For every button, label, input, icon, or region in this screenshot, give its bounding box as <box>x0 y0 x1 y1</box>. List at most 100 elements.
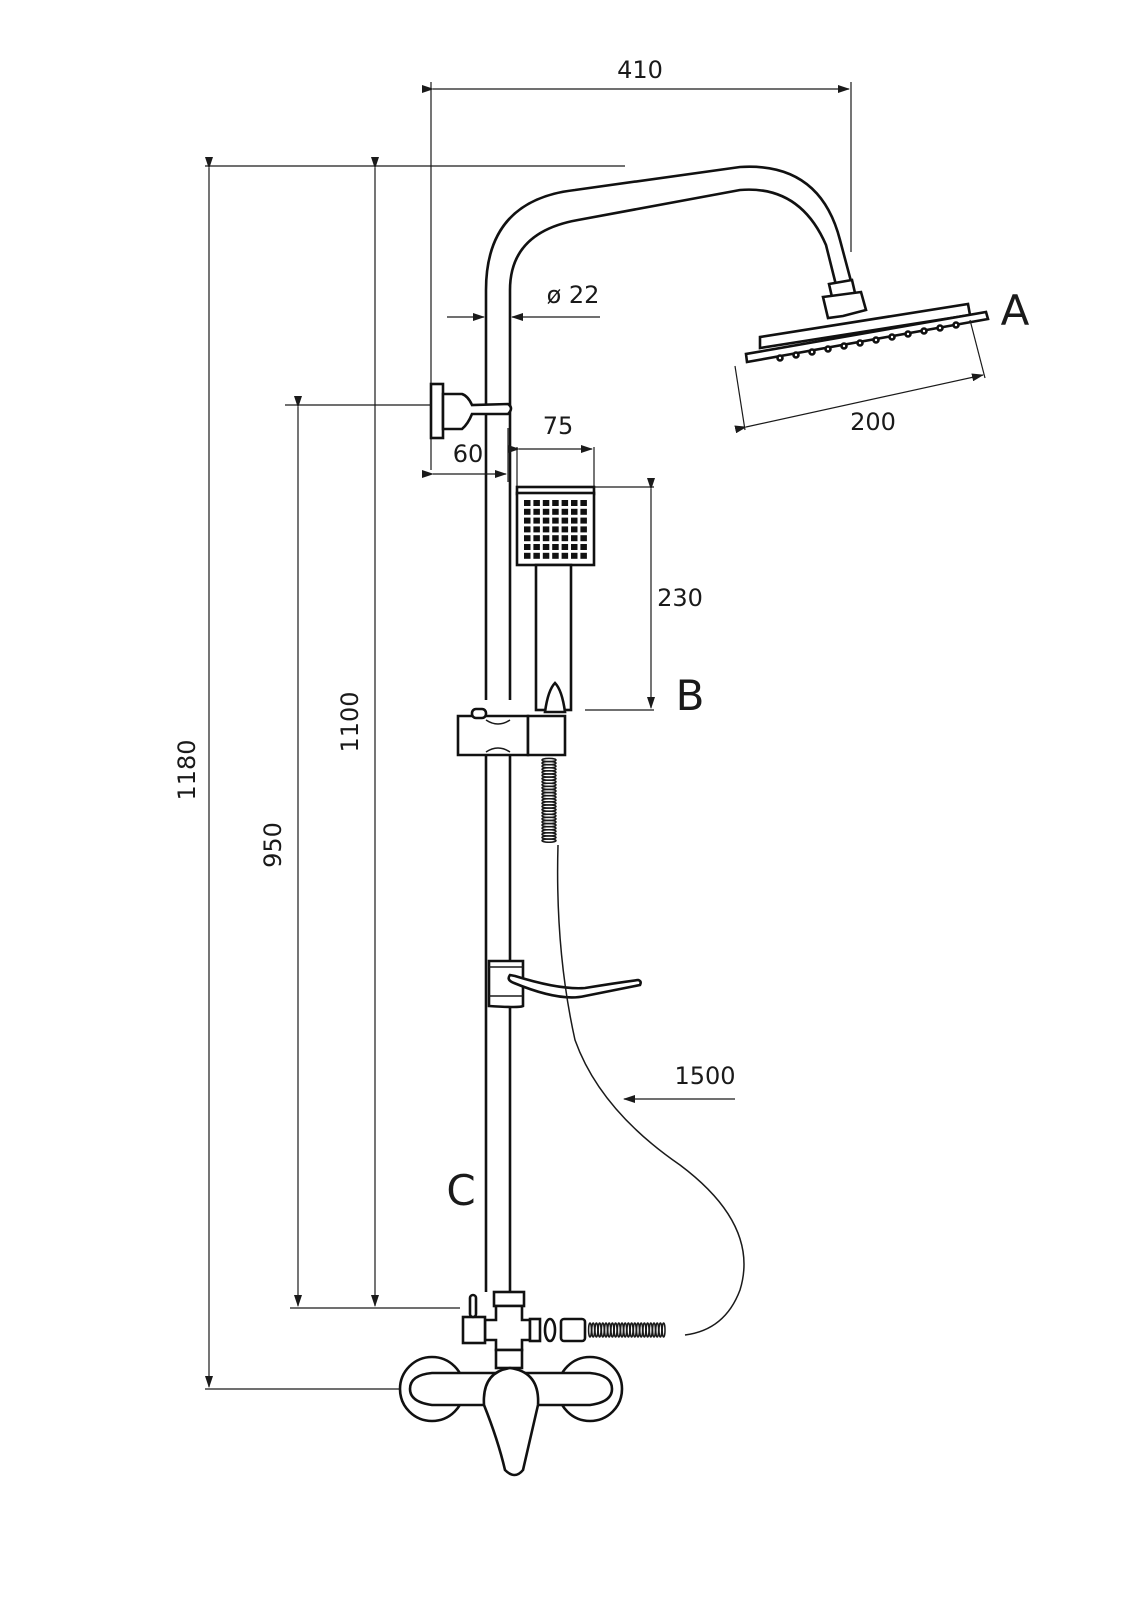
diverter-bottom-collar <box>494 1348 524 1370</box>
nozzle-square <box>561 526 569 533</box>
diverter-side-block <box>461 1315 487 1345</box>
nozzle-row <box>776 321 960 362</box>
dimension-label-200: 200 <box>850 408 896 436</box>
hose-coil-ring <box>651 1322 657 1338</box>
hose-coil-ring <box>607 1322 612 1338</box>
hose-coil-ring <box>541 838 557 843</box>
diverter-lever <box>468 1293 478 1319</box>
nozzle-square <box>542 535 550 542</box>
nozzle-square <box>561 517 569 524</box>
dimension-1100: 1100 <box>336 157 379 1307</box>
extension-line-200-left <box>734 365 746 431</box>
dimension-label-230: 230 <box>657 584 703 612</box>
nozzle-square <box>552 508 559 515</box>
nozzle-square <box>533 508 540 515</box>
dimension-label-1180: 1180 <box>173 739 201 800</box>
hand-shower-cone <box>543 681 567 714</box>
nozzle-square <box>552 500 559 506</box>
hose-coil-ring <box>648 1322 653 1338</box>
nozzle-square <box>580 526 587 533</box>
dimension-230: 230 <box>585 478 703 711</box>
bracket-plate <box>429 382 445 440</box>
soap-dish <box>487 959 642 1009</box>
nozzle-square <box>524 508 531 515</box>
nozzle-square <box>542 552 550 559</box>
dimension-label-950: 950 <box>259 822 287 868</box>
hose-coil-ring <box>591 1322 596 1338</box>
hose-coil-ring <box>597 1322 602 1338</box>
nozzle-square <box>571 526 578 533</box>
arm-outer-contour <box>484 165 854 700</box>
hose-coil-ring <box>616 1322 621 1338</box>
hose-coil-ring <box>642 1322 647 1338</box>
dimension-diameter-22: ø 22 <box>447 281 600 321</box>
hose-coil-ring <box>613 1322 618 1338</box>
dimension-950: 950 <box>259 396 460 1309</box>
nozzle-square <box>552 517 559 524</box>
nozzle-square <box>542 517 550 524</box>
mixer <box>205 1355 624 1477</box>
hose-coil-ring <box>626 1322 631 1338</box>
dimension-label-410: 410 <box>617 56 663 84</box>
nozzle-square <box>533 552 540 559</box>
hose-coil-ring <box>635 1322 641 1338</box>
arm-inner-contour <box>508 188 838 700</box>
nozzle-square <box>542 544 550 550</box>
hose-coil-ring <box>661 1322 666 1338</box>
extension-line-200-right <box>969 319 986 379</box>
nozzle-square <box>524 517 531 524</box>
nozzle-square <box>552 552 559 559</box>
hose-coil-ring <box>619 1322 625 1338</box>
holder-cradle <box>526 714 567 757</box>
nozzle-square <box>561 544 569 550</box>
nozzle-square <box>533 544 540 550</box>
dimension-1180: 1180 <box>173 157 213 1388</box>
nozzle-square <box>524 552 531 559</box>
dimension-label-1100: 1100 <box>336 691 364 752</box>
nozzle-square <box>552 544 559 550</box>
hose-coil-ring <box>655 1322 660 1338</box>
hose-coil-ring <box>645 1322 650 1338</box>
hand-shower <box>515 485 596 714</box>
nozzle-square <box>561 508 569 515</box>
head-connector <box>821 290 868 320</box>
nozzle-square <box>533 526 540 533</box>
nozzle-square <box>542 500 550 506</box>
dimension-label-75: 75 <box>543 412 574 440</box>
nozzle-square <box>580 508 587 515</box>
overhead-arm <box>205 165 854 700</box>
nozzle-square <box>533 500 540 506</box>
nozzle-square <box>561 552 569 559</box>
hose-coil-ring <box>629 1322 634 1338</box>
rain-shower-head <box>744 278 990 364</box>
nozzle-square <box>571 500 578 506</box>
wall-bracket <box>285 382 513 440</box>
nozzle-square <box>524 526 531 533</box>
hose-nut <box>559 1317 587 1343</box>
soap-dish-tray <box>507 973 642 999</box>
dimension-60: 60 <box>422 428 509 482</box>
holder-bar-curve-bottom <box>485 747 511 753</box>
nozzle-square <box>571 508 578 515</box>
nozzle-square <box>524 544 531 550</box>
dimension-label-1500: 1500 <box>674 1062 735 1090</box>
mixer-lever <box>482 1366 540 1477</box>
hose-coil-ring <box>587 1322 593 1338</box>
hose-coil-ring <box>600 1322 605 1338</box>
label-c: C <box>446 1166 475 1215</box>
nozzle-square <box>524 535 531 542</box>
holder-bar-curve-top <box>485 719 511 725</box>
dimension-label-60: 60 <box>453 440 484 468</box>
hose-coil-lower <box>587 1322 666 1338</box>
nozzle-square <box>580 517 587 524</box>
dimension-75: 75 <box>508 412 595 487</box>
nozzle-square <box>533 535 540 542</box>
nozzle-square <box>542 508 550 515</box>
nozzle-square <box>580 544 587 550</box>
flexible-hose <box>556 844 745 1336</box>
slide-bar <box>484 755 512 1292</box>
diverter-top-collar <box>492 1290 526 1308</box>
diverter <box>461 1290 666 1370</box>
hand-shower-nozzle-grid <box>524 500 587 559</box>
